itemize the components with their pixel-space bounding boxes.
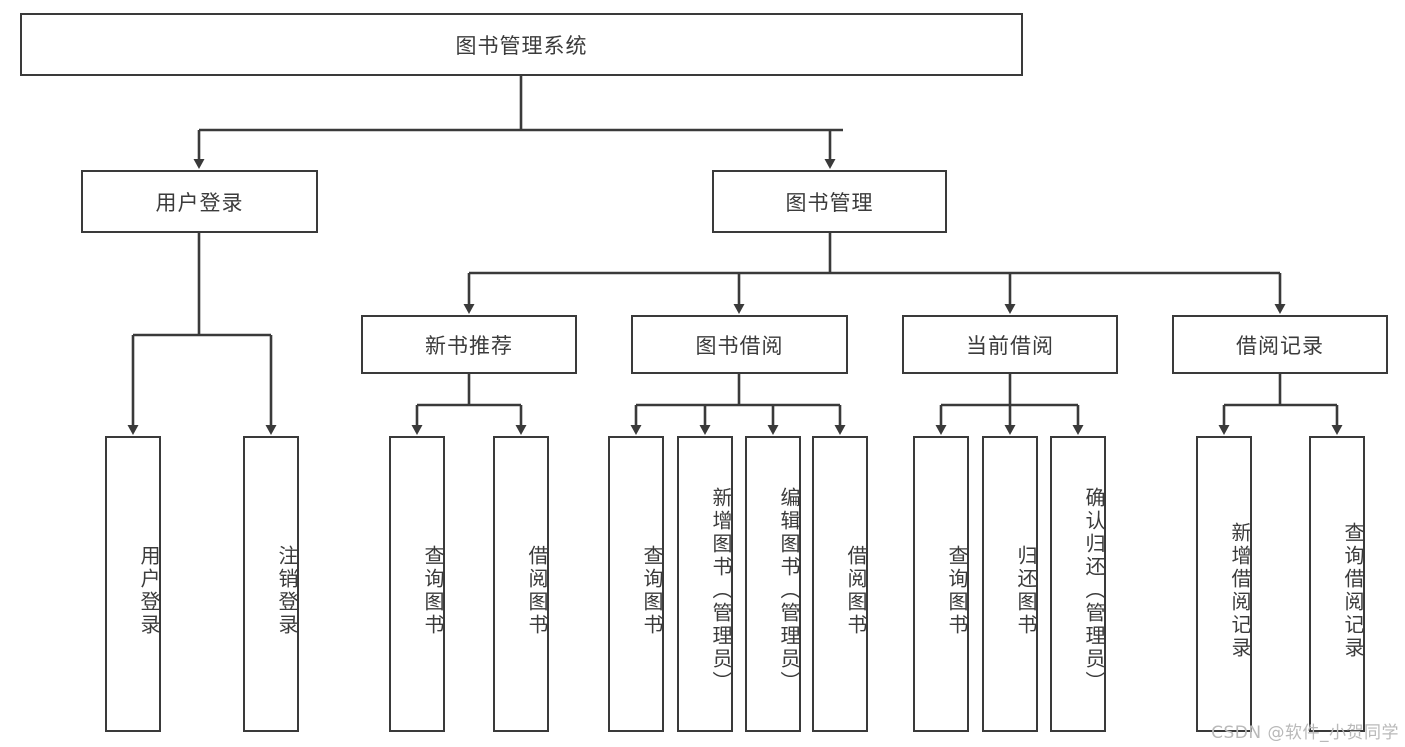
node-new-book-recommend-label: 新书推荐 [425, 333, 513, 358]
leaf-add-book-admin-label: 新增图书（管理员） [709, 487, 733, 694]
leaf-borrow-book-label: 借阅图书 [844, 544, 868, 637]
leaf-query-book-borrow[interactable]: 查询图书 [608, 436, 664, 732]
leaf-logout-label: 注销登录 [275, 544, 299, 637]
leaf-edit-book-admin[interactable]: 编辑图书（管理员） [745, 436, 801, 732]
node-current-borrow[interactable]: 当前借阅 [902, 315, 1118, 374]
csdn-watermark: CSDN @软件_小贺同学 [1211, 723, 1399, 743]
leaf-query-book-recommend[interactable]: 查询图书 [389, 436, 445, 732]
leaf-user-login-label: 用户登录 [137, 544, 161, 637]
leaf-query-book-current-label: 查询图书 [945, 544, 969, 637]
leaf-query-borrow-record[interactable]: 查询借阅记录 [1309, 436, 1365, 732]
leaf-query-book-recommend-label: 查询图书 [421, 544, 445, 637]
leaf-return-book[interactable]: 归还图书 [982, 436, 1038, 732]
leaf-confirm-return-admin-label: 确认归还（管理员） [1082, 487, 1106, 694]
node-current-borrow-label: 当前借阅 [966, 333, 1054, 358]
node-book-borrow-label: 图书借阅 [695, 333, 784, 358]
leaf-add-book-admin[interactable]: 新增图书（管理员） [677, 436, 733, 732]
node-book-management[interactable]: 图书管理 [712, 170, 947, 233]
node-book-management-label: 图书管理 [785, 190, 874, 215]
node-new-book-recommend[interactable]: 新书推荐 [361, 315, 577, 374]
leaf-user-login[interactable]: 用户登录 [105, 436, 161, 732]
leaf-borrow-book[interactable]: 借阅图书 [812, 436, 868, 732]
leaf-query-book-current[interactable]: 查询图书 [913, 436, 969, 732]
leaf-borrow-book-recommend[interactable]: 借阅图书 [493, 436, 549, 732]
node-book-borrow[interactable]: 图书借阅 [631, 315, 848, 374]
leaf-add-borrow-record-label: 新增借阅记录 [1228, 521, 1252, 660]
leaf-confirm-return-admin[interactable]: 确认归还（管理员） [1050, 436, 1106, 732]
node-user-login-label: 用户登录 [155, 190, 244, 215]
node-root-label: 图书管理系统 [455, 33, 588, 58]
leaf-return-book-label: 归还图书 [1014, 544, 1038, 637]
leaf-logout[interactable]: 注销登录 [243, 436, 299, 732]
leaf-edit-book-admin-label: 编辑图书（管理员） [777, 487, 801, 694]
leaf-add-borrow-record[interactable]: 新增借阅记录 [1196, 436, 1252, 732]
node-root[interactable]: 图书管理系统 [20, 13, 1023, 76]
node-borrow-record[interactable]: 借阅记录 [1172, 315, 1388, 374]
leaf-borrow-book-recommend-label: 借阅图书 [525, 544, 549, 637]
leaf-query-book-borrow-label: 查询图书 [640, 544, 664, 637]
node-borrow-record-label: 借阅记录 [1236, 333, 1324, 358]
leaf-query-borrow-record-label: 查询借阅记录 [1341, 521, 1365, 660]
node-user-login[interactable]: 用户登录 [81, 170, 318, 233]
